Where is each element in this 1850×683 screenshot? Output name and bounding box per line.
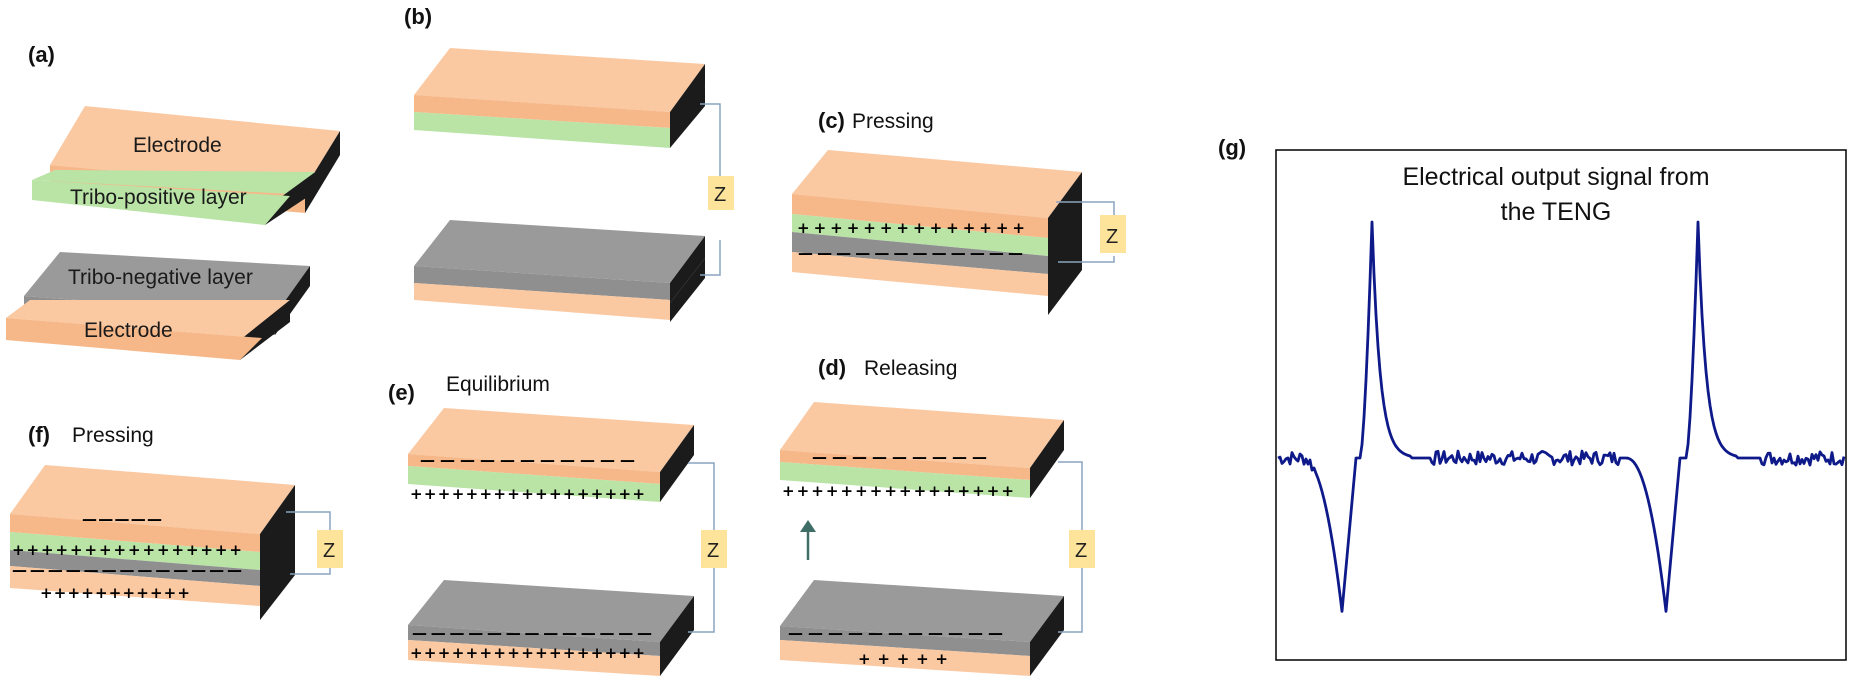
panel-b-label: (b): [404, 4, 432, 29]
b-tribo-negative: [414, 220, 705, 303]
c-tribo-negative: [792, 232, 1048, 274]
d-positive-charges-top: + + + + + + + + + + + + + + + +: [782, 482, 1014, 500]
e-positive-charges-bottom: + + + + + + + + + + + + + + + + +: [410, 644, 645, 662]
e-negative-charges-bottom: — — — — — — — — — — — — —: [412, 624, 652, 642]
f-positive-charges: + + + + + + + + + + + + + + + +: [12, 541, 242, 559]
panel-d-label: (d): [818, 355, 846, 380]
c-positive-charges: + + + + + + + + + + + + + +: [797, 219, 1025, 237]
f-z-box: [317, 530, 343, 568]
electrode-top-label: Electrode: [133, 134, 222, 157]
panel-f-title: Pressing: [72, 424, 154, 447]
panel-e: — — — — — — — — — — — + + + + + + + + + …: [408, 408, 727, 676]
tribo-negative-label: Tribo-negative layer: [68, 266, 253, 289]
f-negative-charges: — — — — — — — — — — — — —: [12, 561, 242, 579]
f-z-label: Z: [323, 540, 335, 562]
panel-d-title: Releasing: [864, 357, 957, 380]
panel-c-label: (c): [818, 108, 845, 133]
e-z-label: Z: [707, 540, 719, 562]
panel-f-label: (f): [28, 422, 50, 447]
panel-a: Electrode Tribo-positive layer Tribo-neg…: [6, 106, 340, 360]
panel-b: Z: [414, 48, 734, 322]
b-z-label: Z: [714, 184, 726, 206]
electrode-bottom-label: Electrode: [84, 319, 173, 342]
panel-g-label: (g): [1218, 135, 1246, 160]
b-top-electrode: [414, 48, 705, 134]
panel-e-title: Equilibrium: [446, 373, 550, 396]
c-tribo-positive: [792, 214, 1048, 256]
c-negative-charges: — — — — — — — — — — — —: [798, 244, 1023, 262]
tribo-positive-slab: [32, 170, 318, 225]
b-z-box: [708, 176, 734, 210]
panel-c: + + + + + + + + + + + + + + — — — — — — …: [792, 150, 1126, 315]
panel-f: — — — — — + + + + + + + + + + + + + + + …: [10, 465, 343, 620]
signal-title-line2: the TENG: [1501, 198, 1612, 226]
up-arrow-icon: [800, 520, 816, 560]
d-negative-charges-top: — — — — — — — — —: [812, 448, 987, 466]
signal-frame: [1275, 149, 1847, 661]
e-positive-charges-top: + + + + + + + + + + + + + + + + +: [410, 485, 645, 503]
electrode-bottom-slab: [6, 300, 290, 360]
panel-c-title: Pressing: [852, 110, 934, 133]
d-z-label: Z: [1075, 540, 1087, 562]
b-bottom-electrode: [414, 258, 705, 322]
c-z-label: Z: [1106, 226, 1118, 248]
b-wire-bottom: [700, 240, 721, 276]
panel-a-label: (a): [28, 42, 55, 67]
signal-trace: [1277, 220, 1846, 613]
panel-g: Electrical output signal from the TENG: [1275, 149, 1847, 661]
d-positive-charges-bottom: + + + + +: [858, 650, 948, 668]
d-negative-charges-bottom: — — — — — — — — — — —: [788, 624, 1003, 642]
tribo-positive-label: Tribo-positive layer: [70, 186, 247, 209]
e-negative-charges-top: — — — — — — — — — — —: [420, 451, 635, 469]
signal-title-line1: Electrical output signal from: [1402, 163, 1709, 191]
f-negative-charges-top: — — — — —: [82, 510, 162, 528]
c-bottom-electrode: [792, 252, 1048, 296]
e-z-box: [701, 530, 727, 568]
b-tribo-positive: [414, 112, 670, 148]
b-wire-top: [700, 103, 721, 176]
d-z-box: [1069, 530, 1095, 568]
c-z-box: [1100, 215, 1126, 253]
f-positive-charges-bottom: + + + + + + + + + + +: [40, 584, 190, 602]
panel-e-label: (e): [388, 380, 415, 405]
panel-d: — — — — — — — — — + + + + + + + + + + + …: [780, 402, 1095, 676]
